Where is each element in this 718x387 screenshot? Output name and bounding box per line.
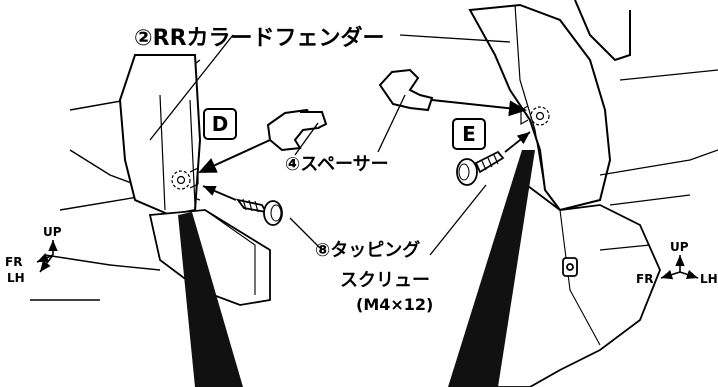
right-up-label: UP bbox=[670, 240, 689, 254]
left-spacer-arrow bbox=[198, 139, 271, 173]
screw-spec-label: (M4×12) bbox=[356, 295, 434, 314]
right-fender-body bbox=[468, 0, 631, 212]
left-spacer-part bbox=[266, 108, 328, 152]
left-shadow-beam bbox=[178, 212, 243, 387]
screw-label-line2: スクリュー bbox=[340, 270, 430, 291]
leader-lines bbox=[149, 34, 511, 256]
left-screw-part bbox=[235, 198, 283, 226]
spacer-label: ④スペーサー bbox=[285, 154, 389, 175]
left-fr-label: FR bbox=[5, 255, 23, 269]
screw-label-line1: ⑧タッピング bbox=[315, 240, 421, 261]
right-side-lines bbox=[599, 69, 718, 251]
right-screw-arrow bbox=[504, 131, 531, 153]
right-spacer-part bbox=[378, 68, 434, 112]
left-mount-hole bbox=[171, 167, 199, 190]
right-spacer-arrow bbox=[431, 99, 527, 117]
right-screw-part bbox=[456, 150, 505, 186]
right-shadow-beam bbox=[448, 150, 535, 387]
left-up-label: UP bbox=[43, 225, 62, 239]
view-d-box: D bbox=[203, 108, 237, 140]
right-lh-label: LH bbox=[700, 272, 718, 286]
left-axis-indicator bbox=[36, 240, 58, 273]
left-screw-arrow bbox=[202, 185, 237, 201]
view-e-box: E bbox=[452, 118, 486, 150]
right-axis-indicator bbox=[660, 255, 699, 280]
left-fender-panel bbox=[118, 54, 202, 217]
right-fr-label: FR bbox=[636, 272, 654, 286]
left-lh-label: LH bbox=[7, 271, 25, 285]
fender-label: ②RRカラードフェンダー bbox=[134, 26, 385, 51]
